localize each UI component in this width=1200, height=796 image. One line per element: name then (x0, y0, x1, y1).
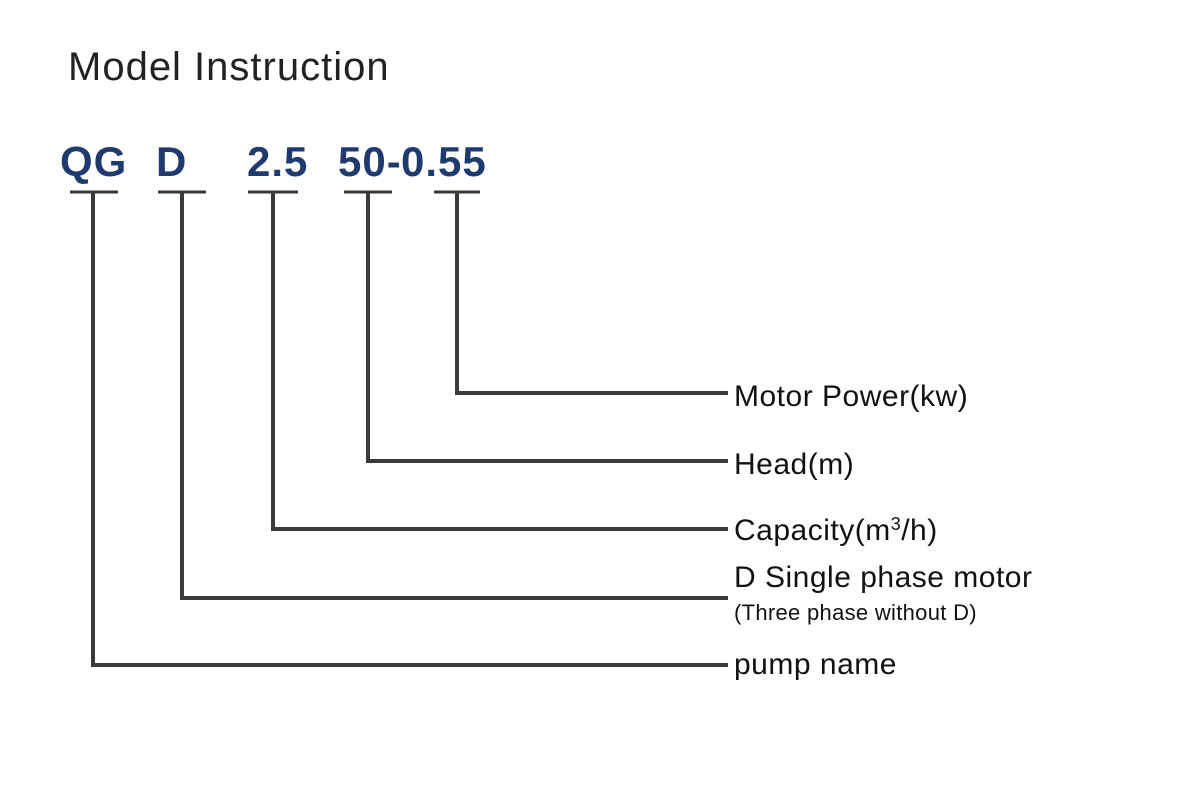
page-title: Model Instruction (68, 45, 390, 89)
code-motor-power: 0.55 (401, 138, 487, 185)
connector-motor-power (455, 192, 728, 395)
label-capacity-prefix: Capacity(m (734, 514, 891, 547)
label-capacity: Capacity(m3/h) (734, 514, 938, 547)
connector-lines (91, 192, 728, 667)
label-pump-name: pump name (734, 648, 897, 681)
code-head: 50- (338, 138, 402, 185)
label-capacity-suffix: /h) (901, 514, 938, 547)
connector-phase (180, 192, 728, 600)
connector-capacity (271, 192, 728, 531)
code-phase: D (156, 138, 187, 185)
label-motor-power: Motor Power(kw) (734, 380, 968, 413)
label-capacity-superscript: 3 (891, 514, 902, 534)
label-head: Head(m) (734, 448, 854, 481)
code-pump-name: QG (60, 138, 127, 185)
label-phase: D Single phase motor (734, 561, 1033, 594)
model-code: QG D 2.5 50- 0.55 (60, 138, 487, 185)
connector-head (366, 192, 728, 463)
legend-labels: Motor Power(kw) Head(m) Capacity(m3/h) D… (734, 380, 1033, 681)
label-phase-note: (Three phase without D) (734, 600, 977, 625)
code-capacity: 2.5 (247, 138, 308, 185)
connector-pump-name (91, 192, 728, 667)
